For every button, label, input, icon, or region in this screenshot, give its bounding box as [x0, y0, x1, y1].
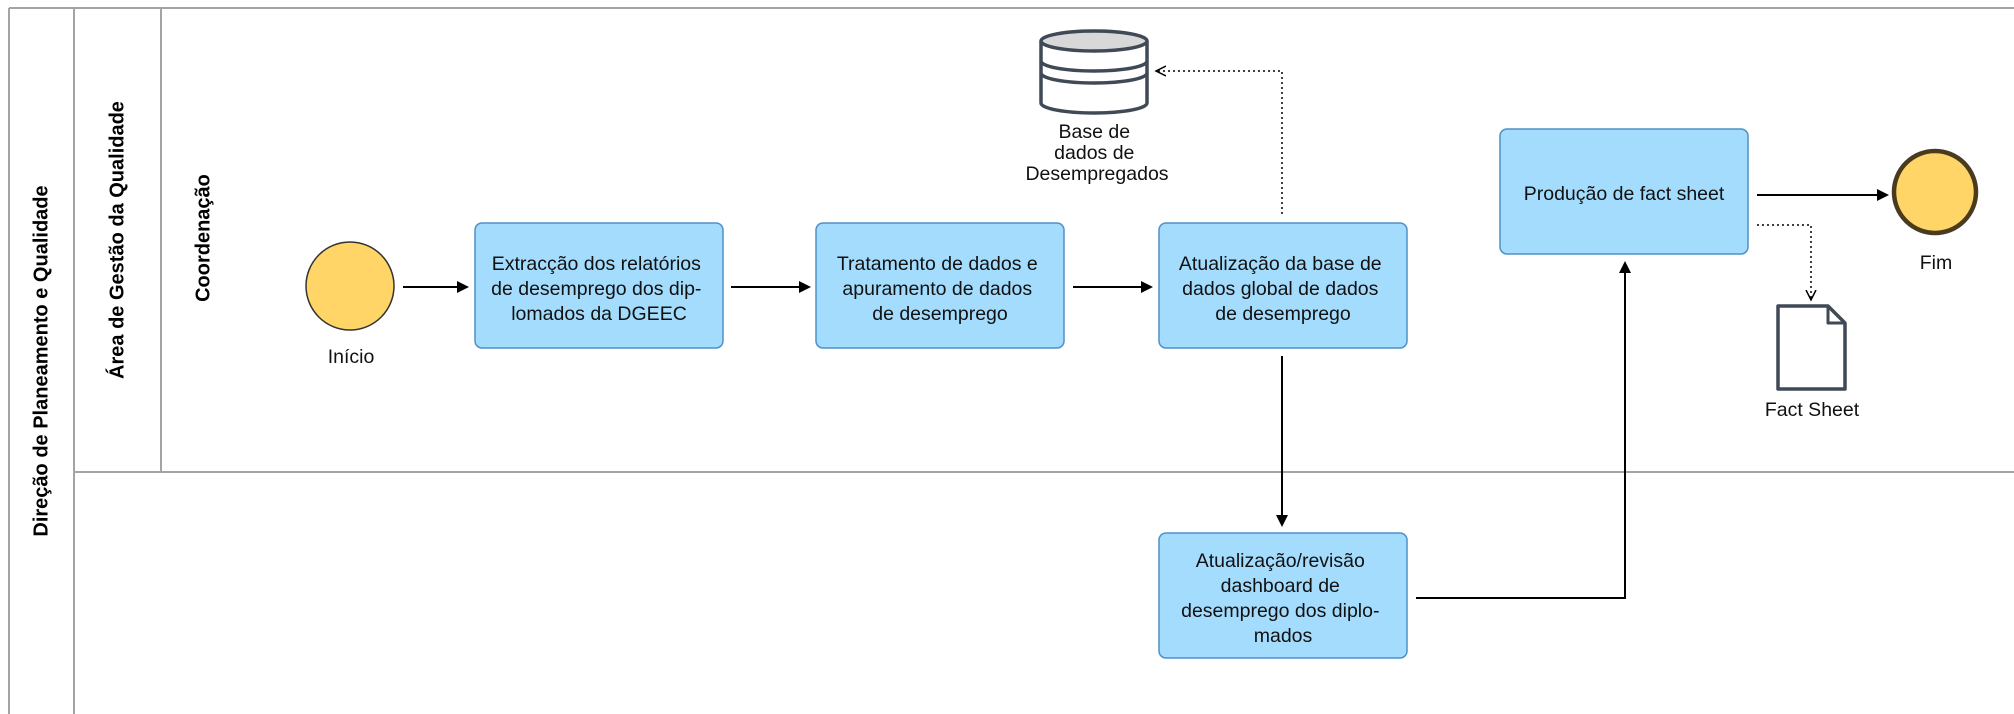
task-label: Atualização/revisão dashboard de desempr…: [1181, 550, 1385, 647]
pool: Direção de Planeamento e Qualidade Área …: [8, 7, 2014, 714]
lane-label-area: Área de Gestão da Qualidade: [105, 101, 128, 379]
task-extraccao[interactable]: Extracção dos relatórios de desemprego d…: [474, 222, 724, 349]
task-box: [1499, 128, 1749, 255]
end-event[interactable]: Fim: [1891, 148, 1979, 274]
task-producao-fact-sheet[interactable]: Produção de fact sheet: [1499, 128, 1749, 255]
end-event-circle: [1891, 148, 1979, 236]
task-tratamento[interactable]: Tratamento de dados e apuramento de dado…: [815, 222, 1065, 349]
task-atualizacao-dashboard[interactable]: Atualização/revisão dashboard de desempr…: [1158, 532, 1408, 659]
task-label: Tratamento de dados e apuramento de dado…: [837, 253, 1043, 325]
pool-label: Direção de Planeamento e Qualidade: [30, 185, 52, 536]
task-box: [1158, 222, 1408, 349]
start-event-label: Início: [328, 346, 375, 368]
task-box: [474, 222, 724, 349]
database-icon: [1039, 29, 1149, 115]
flow-t4-to-t5: [1416, 261, 1631, 599]
association-t5-to-document: [1757, 224, 1811, 300]
start-event[interactable]: Início: [305, 241, 395, 368]
start-event-circle: [305, 241, 395, 331]
document-label: Fact Sheet: [1765, 399, 1860, 421]
task-atualizacao-base[interactable]: Atualização da base de dados global de d…: [1158, 222, 1408, 349]
fact-sheet-document[interactable]: Fact Sheet: [1765, 304, 1860, 421]
connectors: [403, 71, 1889, 599]
database-label: Base de dados de Desempregados: [1025, 121, 1168, 185]
lane-label-sublane: Coordenação: [192, 174, 214, 302]
end-event-label: Fim: [1920, 252, 1953, 274]
document-icon: [1776, 304, 1847, 391]
association-t3-to-database: [1156, 71, 1283, 214]
task-box: [1158, 532, 1408, 659]
task-box: [815, 222, 1065, 349]
database[interactable]: Base de dados de Desempregados: [1025, 29, 1169, 185]
task-label: Extracção dos relatórios de desemprego d…: [491, 253, 707, 325]
task-label: Atualização da base de dados global de d…: [1179, 253, 1387, 325]
task-label: Produção de fact sheet: [1524, 183, 1725, 205]
